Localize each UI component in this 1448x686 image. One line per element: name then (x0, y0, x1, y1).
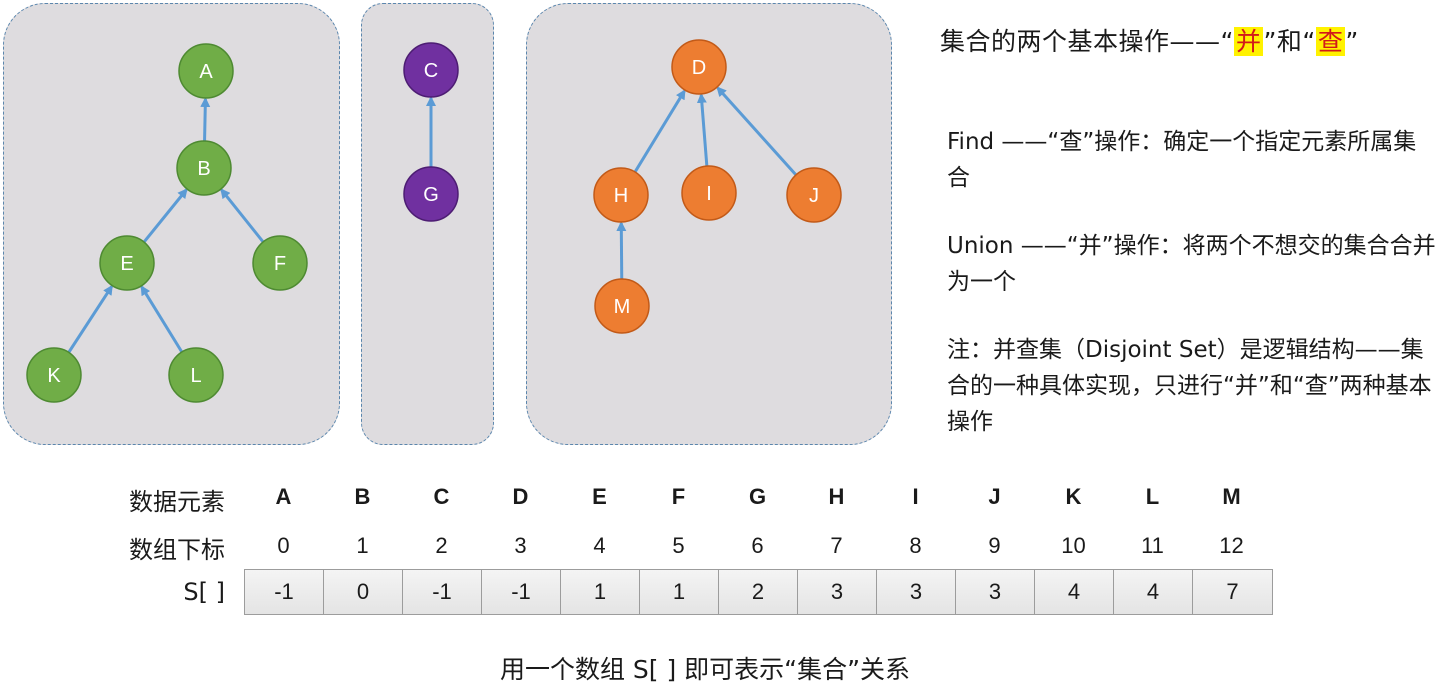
edge-B-to-A (200, 96, 211, 142)
element-cell-L: L (1145, 484, 1160, 509)
array-cell-7: 3 (798, 570, 877, 614)
node-C: C (403, 42, 459, 98)
union-highlight: 并 (1233, 27, 1264, 56)
node-label-C: C (424, 60, 438, 82)
edge-F-to-B (220, 188, 265, 243)
node-label-G: G (423, 184, 439, 206)
node-label-D: D (692, 57, 706, 79)
find-highlight: 查 (1315, 27, 1346, 56)
node-label-L: L (190, 365, 201, 387)
node-label-B: B (197, 158, 210, 180)
element-cell-A: A (275, 484, 292, 509)
element-cell-I: I (912, 484, 919, 509)
element-cell-F: F (671, 484, 686, 509)
edge-I-to-D (696, 92, 709, 167)
edge-J-to-D (716, 86, 798, 176)
node-I: I (681, 165, 737, 221)
union-description: Union ——“并”操作：将两个不想交的集合合并为一个 (947, 233, 1436, 295)
node-G: G (403, 166, 459, 222)
array-cell-12: 7 (1193, 570, 1272, 614)
array-cell-11: 4 (1114, 570, 1193, 614)
index-cell-9: 9 (988, 533, 1001, 558)
array-cell-10: 4 (1035, 570, 1114, 614)
edge-K-to-E (67, 284, 113, 354)
node-K: K (26, 347, 82, 403)
row-label-array: S[ ] (183, 578, 225, 606)
index-cell-8: 8 (909, 533, 922, 558)
row-label-indices: 数组下标 (129, 536, 225, 564)
node-E: E (99, 235, 155, 291)
array-cell-3: -1 (482, 570, 561, 614)
page-heading: 集合的两个基本操作——“并”和“查” (940, 27, 1359, 56)
node-D: D (671, 39, 727, 95)
index-cell-0: 0 (277, 533, 290, 558)
node-A: A (178, 43, 234, 99)
array-cell-9: 3 (956, 570, 1035, 614)
node-B: B (176, 140, 232, 196)
element-cell-M: M (1222, 484, 1241, 509)
node-label-I: I (706, 183, 712, 205)
element-cell-E: E (592, 484, 607, 509)
index-cell-7: 7 (830, 533, 843, 558)
node-F: F (252, 235, 308, 291)
node-M: M (594, 278, 650, 334)
edge-H-to-D (633, 89, 686, 173)
array-cell-0: -1 (245, 570, 324, 614)
node-label-F: F (274, 253, 286, 275)
index-cell-4: 4 (593, 533, 606, 558)
node-H: H (593, 167, 649, 223)
index-cell-3: 3 (514, 533, 527, 558)
index-cell-11: 11 (1141, 533, 1164, 558)
node-J: J (786, 167, 842, 223)
caption: 用一个数组 S[ ] 即可表示“集合”关系 (499, 655, 911, 684)
array-cell-6: 2 (719, 570, 798, 614)
element-cell-B: B (354, 484, 371, 509)
index-cell-6: 6 (751, 533, 764, 558)
element-cell-H: H (828, 484, 845, 509)
index-cell-12: 12 (1219, 533, 1244, 558)
array-cell-1: 0 (324, 570, 403, 614)
array-cell-4: 1 (561, 570, 640, 614)
element-cell-G: G (748, 484, 767, 509)
element-cell-C: C (433, 484, 450, 509)
edge-L-to-E (140, 285, 184, 353)
array-cell-2: -1 (403, 570, 482, 614)
row-label-elements: 数据元素 (129, 488, 225, 516)
index-cell-10: 10 (1061, 533, 1086, 558)
edge-E-to-B (142, 188, 188, 243)
element-cell-K: K (1065, 484, 1082, 509)
array-cell-8: 3 (877, 570, 956, 614)
node-label-M: M (614, 296, 631, 318)
node-L: L (168, 347, 224, 403)
find-description: Find ——“查”操作：确定一个指定元素所属集合 (947, 129, 1417, 191)
index-cell-2: 2 (435, 533, 448, 558)
note-description: 注：并查集（Disjoint Set）是逻辑结构——集合的一种具体实现，只进行“… (947, 337, 1432, 435)
element-cell-J: J (988, 484, 1001, 509)
node-label-H: H (614, 185, 628, 207)
node-label-E: E (120, 253, 133, 275)
node-label-A: A (199, 61, 213, 83)
edge-M-to-H (616, 220, 627, 280)
index-cell-5: 5 (672, 533, 685, 558)
node-label-K: K (47, 365, 61, 387)
array-cell-5: 1 (640, 570, 719, 614)
index-cell-1: 1 (356, 533, 369, 558)
node-label-J: J (809, 185, 819, 207)
element-cell-D: D (512, 484, 529, 509)
